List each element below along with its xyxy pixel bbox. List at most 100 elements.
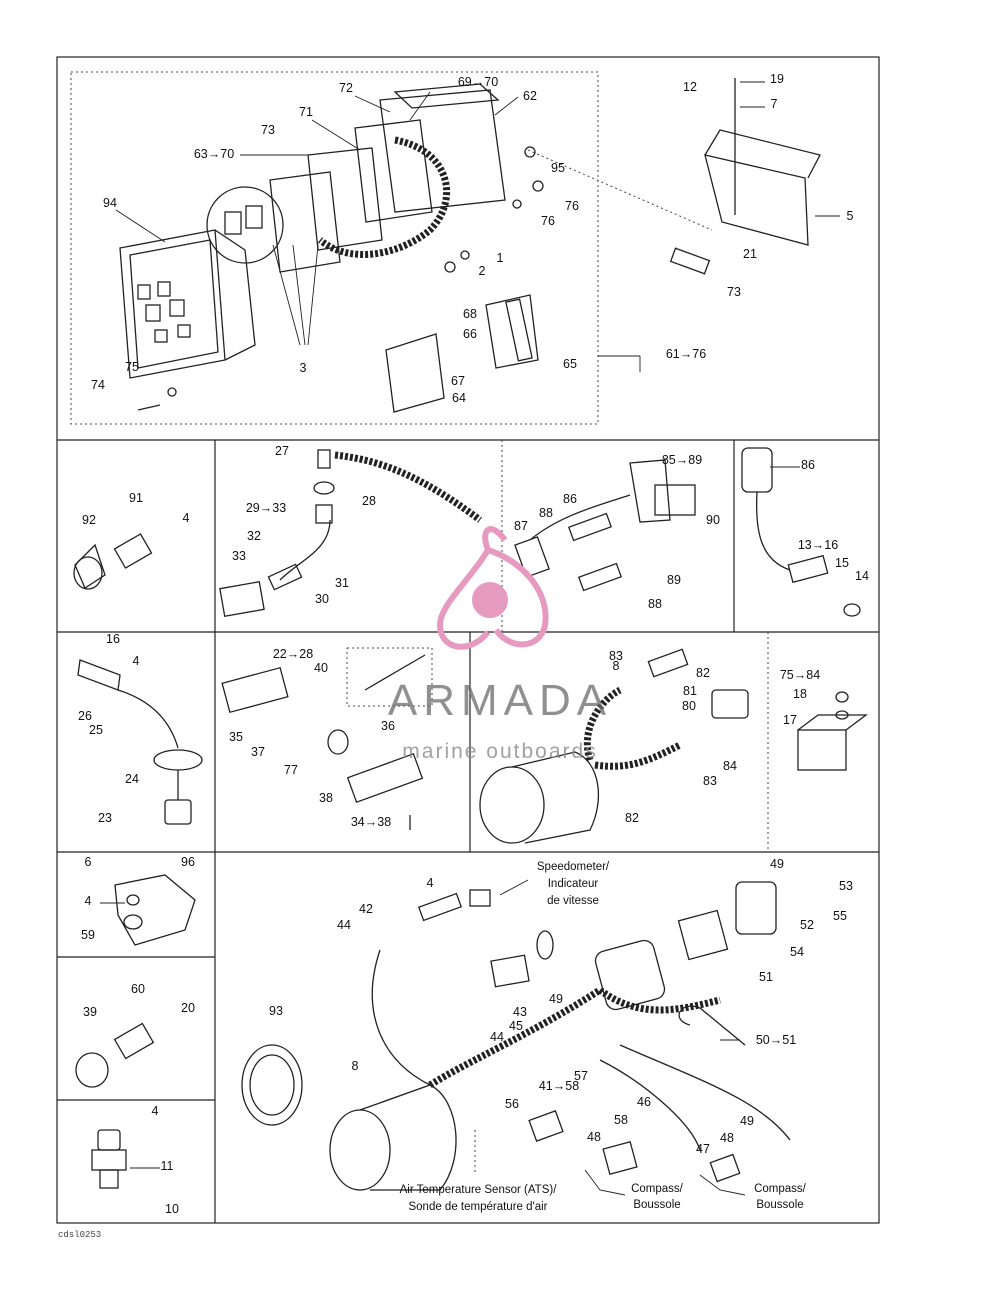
callout-number: 12	[683, 80, 697, 94]
speedometer-caption-line-1: Speedometer/	[537, 861, 610, 873]
watermark-brand: ARMADA	[388, 676, 612, 725]
callout-number: 41→58	[539, 1079, 579, 1093]
callout-number: 4	[85, 894, 92, 908]
callout-number: 68	[463, 307, 477, 321]
compass-caption-1-line-1: Compass/	[631, 1183, 684, 1195]
callout-number: 75	[125, 360, 139, 374]
watermark-tagline: marine outboards	[402, 740, 597, 763]
callout-number: 80	[682, 699, 696, 713]
callout-number: 62	[523, 89, 537, 103]
callout-number: 82	[696, 666, 710, 680]
callout-number: 84	[723, 759, 737, 773]
callout-number: 61→76	[666, 347, 706, 361]
armada-watermark: ARMADA marine outboards	[388, 526, 612, 763]
callout-number: 64	[452, 391, 466, 405]
callout-number: 82	[625, 811, 639, 825]
callout-number: 96	[181, 855, 195, 869]
callout-number: 5	[847, 209, 854, 223]
callout-number: 88	[648, 597, 662, 611]
callout-number: 4	[427, 876, 434, 890]
control-module-assembly	[119, 78, 821, 413]
callout-number: 65	[563, 357, 577, 371]
diagram-frame	[56, 56, 880, 1224]
callout-number: 44	[490, 1030, 504, 1044]
callout-number: 47	[696, 1142, 710, 1156]
speedometer-caption-line-2: Indicateur	[548, 878, 599, 890]
callout-number: 83	[703, 774, 717, 788]
callout-number: 31	[335, 576, 349, 590]
callout-number: 89	[667, 573, 681, 587]
callout-number: 3	[300, 361, 307, 375]
callout-number: 49	[740, 1114, 754, 1128]
callout-number: 46	[637, 1095, 651, 1109]
callout-number: 49	[770, 857, 784, 871]
callout-number: 4	[183, 511, 190, 525]
callout-number: 72	[339, 81, 353, 95]
callout-number: 15	[835, 556, 849, 570]
callout-number: 53	[839, 879, 853, 893]
callout-number: 43	[513, 1005, 527, 1019]
callout-number: 4	[133, 654, 140, 668]
callout-number: 21	[743, 247, 757, 261]
callout-number: 44	[337, 918, 351, 932]
ats-caption-line-2: Sonde de température d'air	[408, 1201, 547, 1213]
callout-number: 28	[362, 494, 376, 508]
callout-number: 94	[103, 196, 117, 210]
callout-number: 50→51	[756, 1033, 796, 1047]
callout-number: 76	[565, 199, 579, 213]
callout-number: 48	[720, 1131, 734, 1145]
main-wiring-harness	[241, 879, 791, 1196]
callout-number: 4	[152, 1104, 159, 1118]
callout-number: 18	[793, 687, 807, 701]
captions: Speedometer/ Indicateur de vitesse Air T…	[400, 861, 807, 1213]
callout-number: 39	[83, 1005, 97, 1019]
callout-number: 8	[613, 659, 620, 673]
callout-number: 59	[81, 928, 95, 942]
armada-propeller-logo	[436, 526, 549, 650]
callout-number: 23	[98, 811, 112, 825]
callout-number: 14	[855, 569, 869, 583]
callout-number: 73	[727, 285, 741, 299]
callout-number: 42	[359, 902, 373, 916]
callout-number: 10	[165, 1202, 179, 1216]
callout-number: 22→28	[273, 647, 313, 661]
callout-number: 55	[833, 909, 847, 923]
callout-number: 91	[129, 491, 143, 505]
callout-number: 38	[319, 791, 333, 805]
callout-number: 7	[771, 97, 778, 111]
callout-number: 83	[609, 649, 623, 663]
compass-caption-2-line-1: Compass/	[754, 1183, 807, 1195]
callout-number: 2	[479, 264, 486, 278]
callout-number: 51	[759, 970, 773, 984]
diagram-reference-code: cdsl0253	[58, 1230, 101, 1240]
callout-number: 67	[451, 374, 465, 388]
callout-number: 86	[801, 458, 815, 472]
callout-number: 56	[505, 1097, 519, 1111]
callout-number: 30	[315, 592, 329, 606]
callout-number: 1	[497, 251, 504, 265]
callout-number: 73	[261, 123, 275, 137]
callout-number: 63→70	[194, 147, 234, 161]
callout-number: 45	[509, 1019, 523, 1033]
callout-number: 8	[352, 1059, 359, 1073]
callout-number: 77	[284, 763, 298, 777]
callout-number: 13→16	[798, 538, 838, 552]
callout-number: 33	[232, 549, 246, 563]
callout-number: 86	[563, 492, 577, 506]
callout-number: 29→33	[246, 501, 286, 515]
sensor-parts-row-3	[77, 647, 868, 844]
callout-number: 49	[549, 992, 563, 1006]
callout-number: 75→84	[780, 668, 820, 682]
callout-number: 93	[269, 1004, 283, 1018]
callout-number: 11	[161, 1159, 174, 1173]
callout-number: 54	[790, 945, 804, 959]
callout-number: 74	[91, 378, 105, 392]
compass-caption-1-line-2: Boussole	[633, 1199, 680, 1211]
callout-number: 85→89	[662, 453, 702, 467]
callout-number: 37	[251, 745, 265, 759]
callout-number: 58	[614, 1113, 628, 1127]
callout-number: 26	[78, 709, 92, 723]
